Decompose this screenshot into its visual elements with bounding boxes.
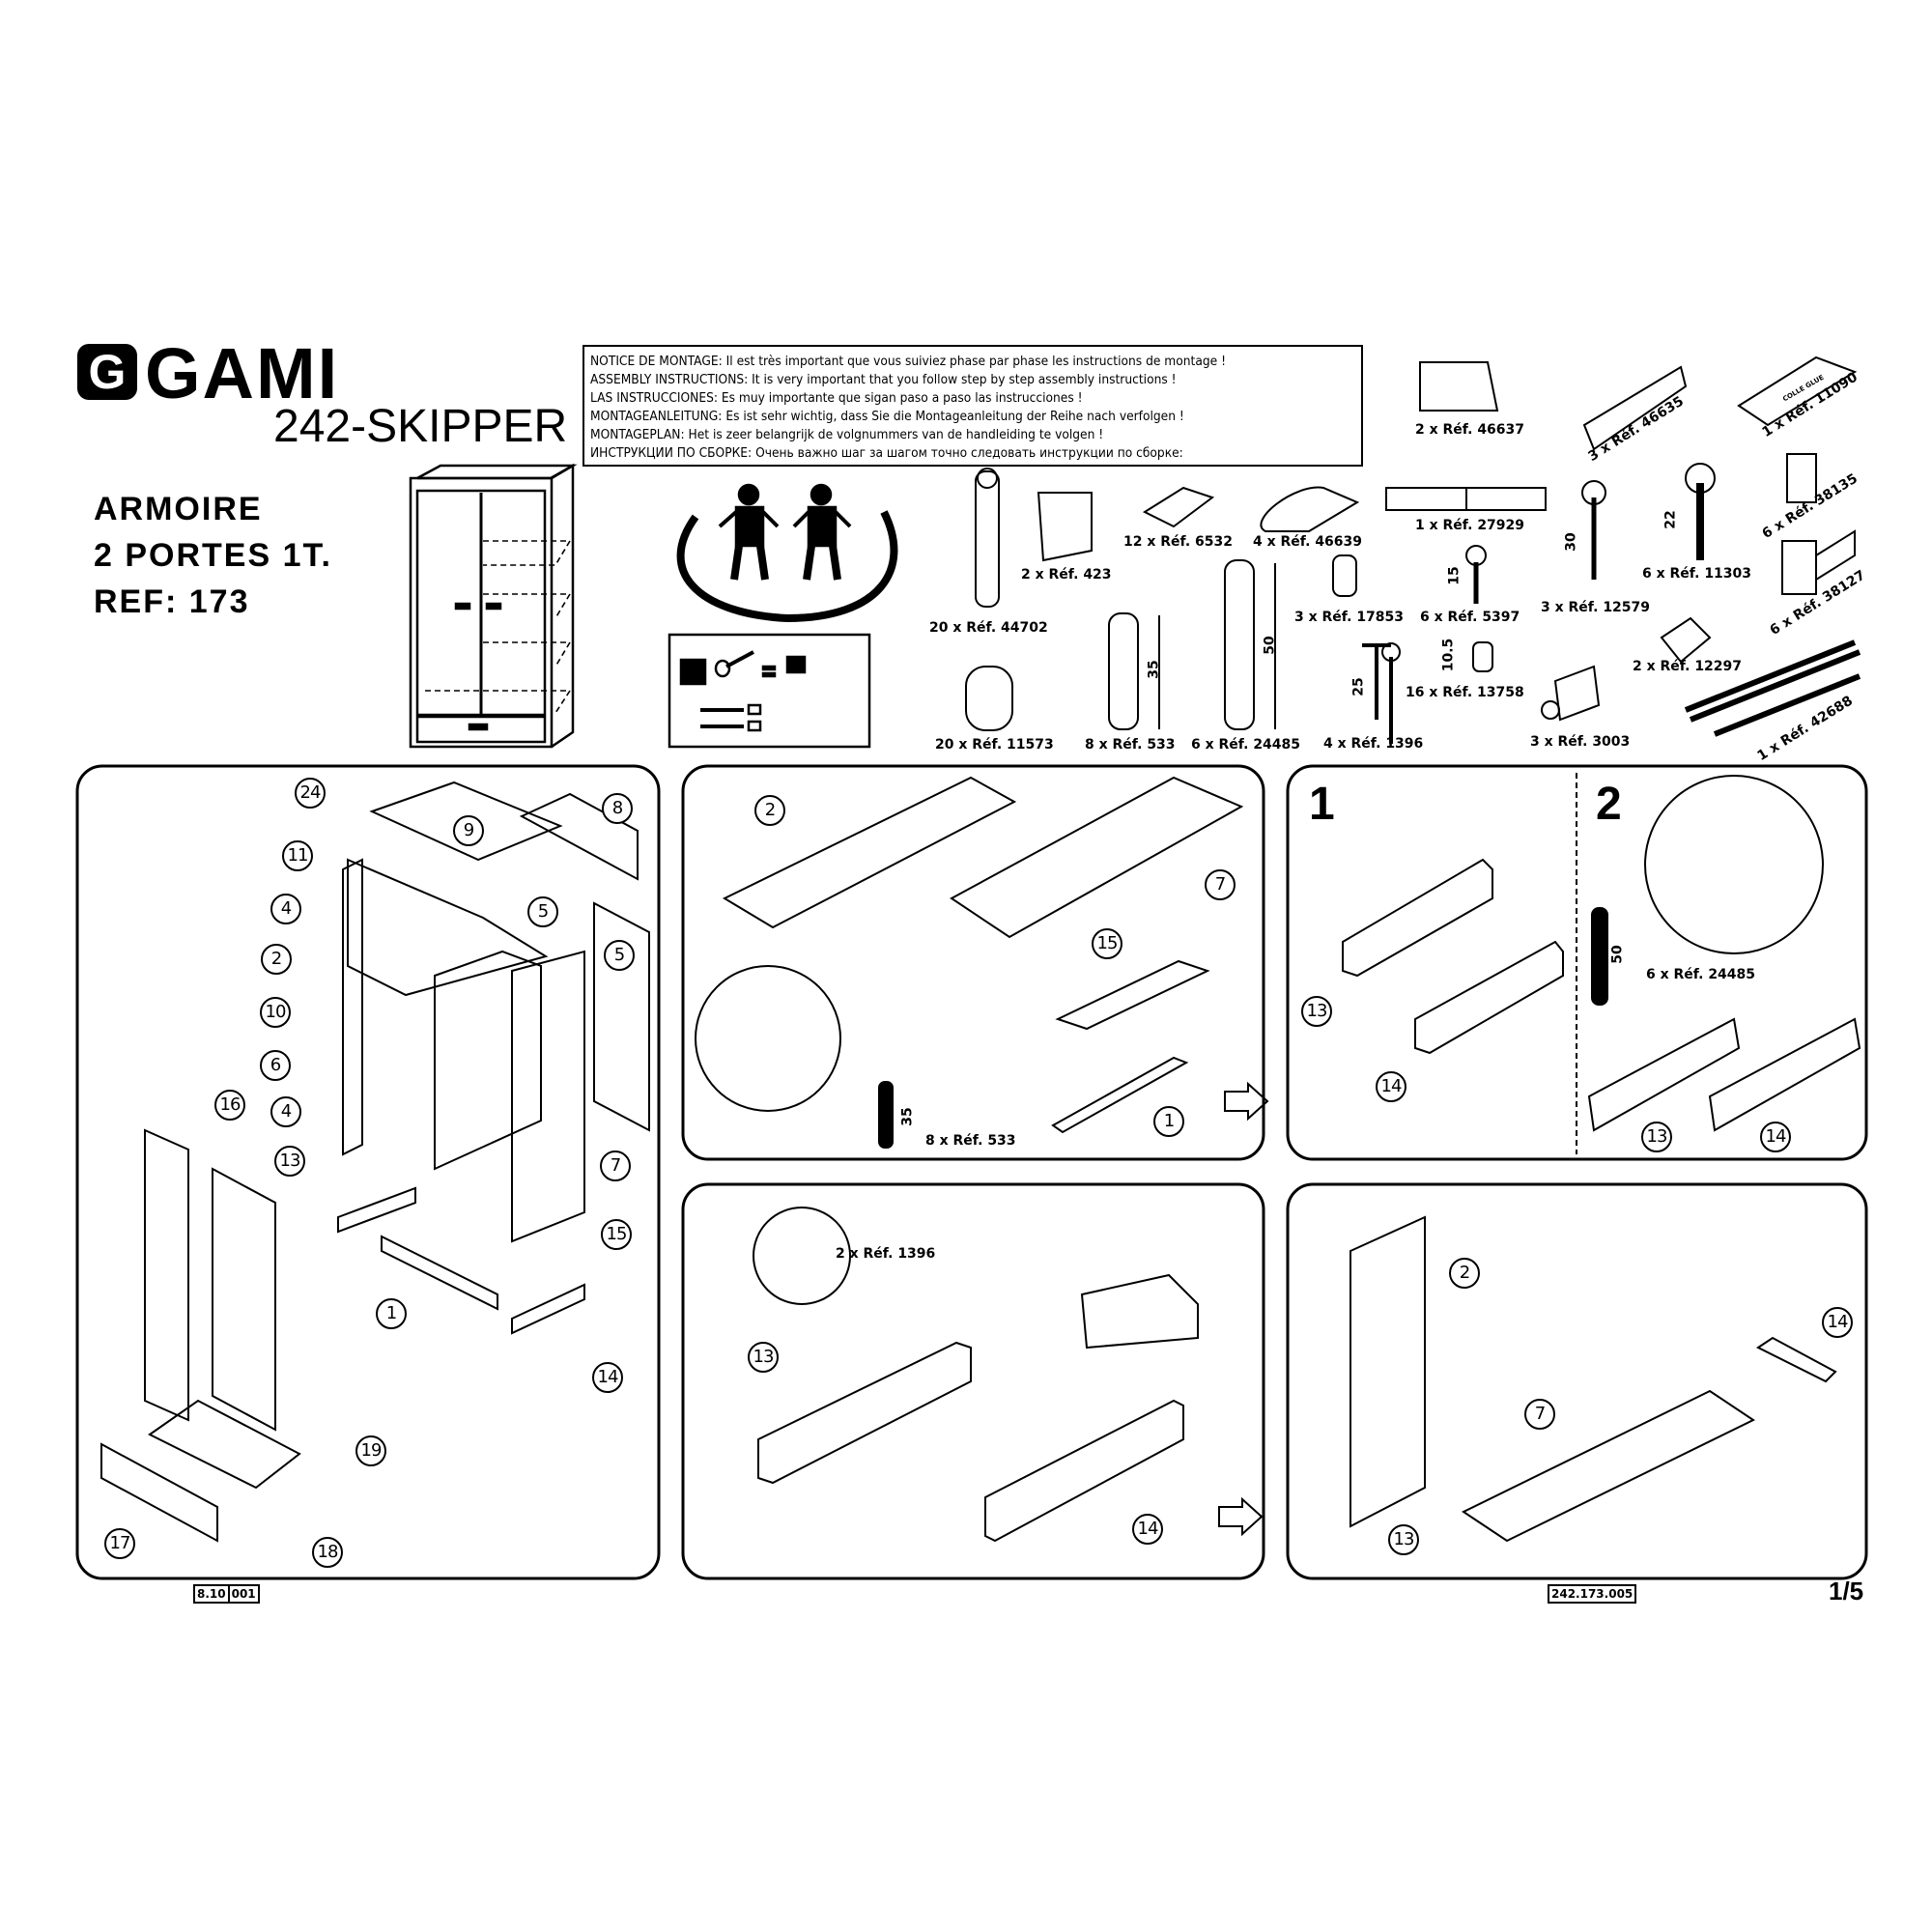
part-callout: 14 — [1760, 1122, 1791, 1152]
part-callout: 13 — [274, 1146, 305, 1177]
exploded-view-drawing — [100, 781, 650, 1543]
part-label: 2 x Réf. 423 — [1021, 567, 1112, 582]
part-label: 6 x Réf. 5397 — [1420, 610, 1520, 625]
part-callout: 24 — [295, 778, 326, 809]
notice-en: ASSEMBLY INSTRUCTIONS: It is very import… — [590, 373, 1177, 387]
notice-ru: ИНСТРУКЦИИ ПО СБОРКЕ: Очень важно шаг за… — [590, 446, 1183, 461]
part-callout: 10 — [260, 997, 291, 1028]
hardware-drawings — [965, 355, 1861, 744]
part-callout: 2 — [261, 944, 292, 975]
notice-nl: MONTAGEPLAN: Het is zeer belangrijk de v… — [590, 428, 1104, 442]
footer-code-b: 001 — [229, 1584, 260, 1604]
assembly-notice-box: NOTICE DE MONTAGE: Il est très important… — [582, 345, 1363, 467]
part-callout: 5 — [604, 940, 635, 971]
tools-icon — [668, 633, 871, 749]
part-callout: 7 — [600, 1151, 631, 1181]
product-ref: REF: 173 — [94, 583, 250, 620]
part-callout: 7 — [1205, 869, 1236, 900]
part-label: 4 x Réf. 1396 — [1323, 736, 1424, 752]
part-callout: 13 — [748, 1342, 779, 1373]
part-label: 2 x Réf. 12297 — [1633, 659, 1743, 674]
part-callout: 6 — [260, 1050, 291, 1081]
part-callout: 17 — [104, 1528, 135, 1559]
footer-code-a: 8.10 — [193, 1584, 230, 1604]
part-label: 4 x Réf. 46639 — [1253, 534, 1363, 550]
part-callout: 7 — [1524, 1399, 1555, 1430]
footer-code: 8.10 001 — [193, 1584, 260, 1604]
part-callout: 1 — [376, 1298, 407, 1329]
step-d-drawing — [1350, 1215, 1837, 1543]
dimension-label: 50 — [1262, 636, 1278, 655]
part-callout: 15 — [601, 1219, 632, 1250]
step-b-drawing — [1342, 775, 1861, 1132]
part-callout: 5 — [527, 896, 558, 927]
product-variant: 2 PORTES 1T. — [94, 537, 332, 574]
page-number: 1/5 — [1829, 1577, 1864, 1605]
brand-logo-mark: G — [77, 344, 137, 400]
hardware-label: 8 x Réf. 533 — [925, 1133, 1016, 1149]
part-label: 3 x Réf. 17853 — [1294, 610, 1405, 625]
dimension-label: 15 — [1446, 566, 1463, 585]
dimension-label: 35 — [1146, 660, 1162, 679]
part-label: 20 x Réf. 44702 — [929, 620, 1048, 636]
part-label: 12 x Réf. 6532 — [1123, 534, 1234, 550]
step-number: 2 — [1596, 779, 1622, 830]
hardware-label: 2 x Réf. 1396 — [836, 1246, 936, 1262]
step-number: 1 — [1309, 779, 1335, 830]
part-callout: 14 — [1376, 1071, 1406, 1102]
dimension-label: 50 — [1609, 945, 1626, 964]
part-callout: 4 — [270, 894, 301, 924]
part-label: 6 x Réf. 24485 — [1191, 737, 1301, 753]
two-person-assembly-icon — [676, 483, 898, 623]
part-callout: 2 — [754, 795, 785, 826]
notice-de: MONTAGEANLEITUNG: Es ist sehr wichtig, d… — [590, 410, 1184, 424]
dimension-label: 10.5 — [1440, 638, 1457, 672]
dimension-label: 22 — [1662, 510, 1679, 529]
step-a-drawing — [695, 776, 1269, 1149]
dimension-label: 30 — [1563, 532, 1579, 552]
part-callout: 18 — [312, 1537, 343, 1568]
part-callout: 4 — [270, 1096, 301, 1127]
part-callout: 1 — [1153, 1106, 1184, 1137]
model-name: 242-SKIPPER — [273, 401, 568, 452]
part-callout: 13 — [1301, 996, 1332, 1027]
panel-frames — [75, 764, 1868, 1580]
notice-fr: NOTICE DE MONTAGE: Il est très important… — [590, 355, 1227, 369]
part-callout: 15 — [1092, 928, 1122, 959]
notice-es: LAS INSTRUCCIONES: Es muy importante que… — [590, 391, 1083, 406]
dimension-label: 25 — [1350, 677, 1367, 696]
document-ref: 242.173.005 — [1548, 1584, 1637, 1604]
part-label: 8 x Réf. 533 — [1085, 737, 1176, 753]
part-label: 3 x Réf. 3003 — [1530, 734, 1631, 750]
part-callout: 13 — [1641, 1122, 1672, 1152]
part-label: 16 x Réf. 13758 — [1406, 685, 1524, 700]
part-callout: 2 — [1449, 1258, 1480, 1289]
part-label: 3 x Réf. 12579 — [1541, 600, 1651, 615]
dimension-label: 35 — [899, 1107, 916, 1126]
part-callout: 9 — [453, 815, 484, 846]
part-callout: 14 — [1132, 1514, 1163, 1545]
part-callout: 19 — [355, 1435, 386, 1466]
part-callout: 13 — [1388, 1524, 1419, 1555]
part-label: 6 x Réf. 11303 — [1642, 566, 1752, 582]
part-callout: 14 — [1822, 1307, 1853, 1338]
step-c-drawing — [753, 1207, 1264, 1543]
part-label: 1 x Réf. 27929 — [1415, 518, 1525, 533]
part-callout: 8 — [602, 793, 633, 824]
brand-logo: GAMI — [145, 333, 340, 413]
armoire-illustration — [409, 463, 578, 749]
part-callout: 11 — [282, 840, 313, 871]
part-callout: 14 — [592, 1362, 623, 1393]
hardware-label: 6 x Réf. 24485 — [1646, 967, 1756, 982]
part-label: 2 x Réf. 46637 — [1415, 422, 1525, 438]
part-callout: 16 — [214, 1090, 245, 1121]
product-type: ARMOIRE — [94, 491, 263, 527]
part-label: 20 x Réf. 11573 — [935, 737, 1054, 753]
